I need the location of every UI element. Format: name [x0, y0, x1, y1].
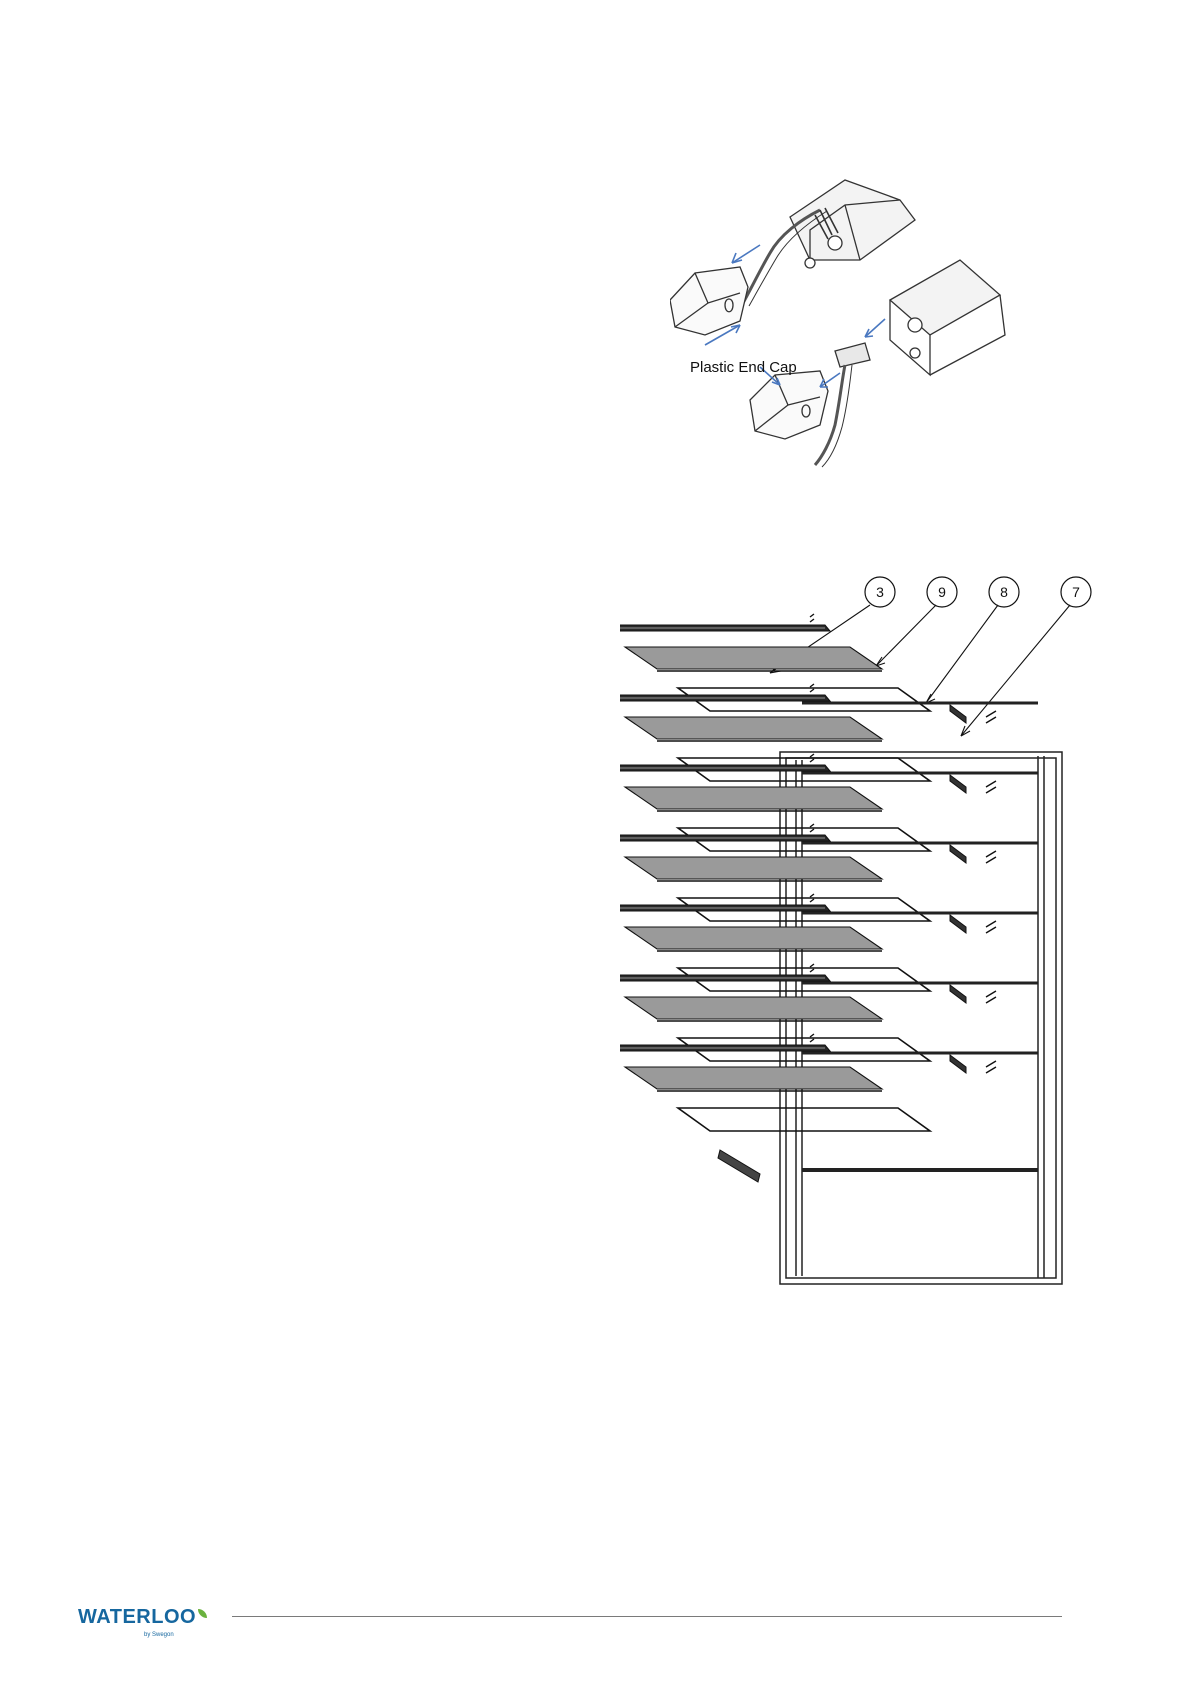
- side-bracket: [950, 985, 966, 1003]
- sub-brand: by Swegon: [144, 1632, 174, 1638]
- end-cap-illustration: Plastic End Cap: [670, 175, 1090, 475]
- louvre-assembly-drawing: 3 9 8 7: [620, 570, 1160, 1310]
- bracket-screws: [986, 921, 996, 933]
- footer-divider: [232, 1616, 1062, 1617]
- side-bracket: [950, 915, 966, 933]
- bracket-screws: [986, 851, 996, 863]
- callout-8-number: 8: [1000, 584, 1008, 600]
- page-footer: WATERLOO by Swegon: [0, 1590, 1192, 1650]
- louvre-assembly-exploded-view: 3 9 8 7: [620, 570, 1160, 1310]
- side-bracket: [950, 1055, 966, 1073]
- side-bracket: [950, 845, 966, 863]
- blade-panel: [625, 997, 882, 1019]
- end-cap-label: Plastic End Cap: [690, 359, 797, 376]
- blade-panel: [625, 717, 882, 739]
- diagonal-brace: [718, 1150, 760, 1182]
- screw-pair: [620, 614, 814, 622]
- gasket-outline: [678, 1108, 930, 1131]
- callout-7-number: 7: [1072, 584, 1080, 600]
- callout-3: 3: [865, 577, 895, 607]
- brand-name: WATERLOO: [78, 1606, 196, 1629]
- blade-panel: [625, 927, 882, 949]
- side-bracket: [950, 775, 966, 793]
- side-bracket: [950, 705, 966, 723]
- waterloo-logo: WATERLOO by Swegon: [78, 1606, 207, 1629]
- bracket-screws: [986, 781, 996, 793]
- blade-panel: [625, 857, 882, 879]
- blade-panel: [625, 787, 882, 809]
- end-cap-drawing: Plastic End Cap: [670, 175, 1090, 475]
- bracket-screws: [986, 991, 996, 1003]
- leaf-icon: [198, 1609, 207, 1618]
- callout-8: 8: [989, 577, 1019, 607]
- callout-9-number: 9: [938, 584, 946, 600]
- callout-3-number: 3: [876, 584, 884, 600]
- callout-7: 7: [1061, 577, 1091, 607]
- blade-panel: [625, 647, 882, 669]
- bracket-screws: [986, 711, 996, 723]
- bracket-screws: [986, 1061, 996, 1073]
- blade-stack: [620, 614, 1038, 1182]
- callout-9: 9: [927, 577, 957, 607]
- blade-panel: [625, 1067, 882, 1089]
